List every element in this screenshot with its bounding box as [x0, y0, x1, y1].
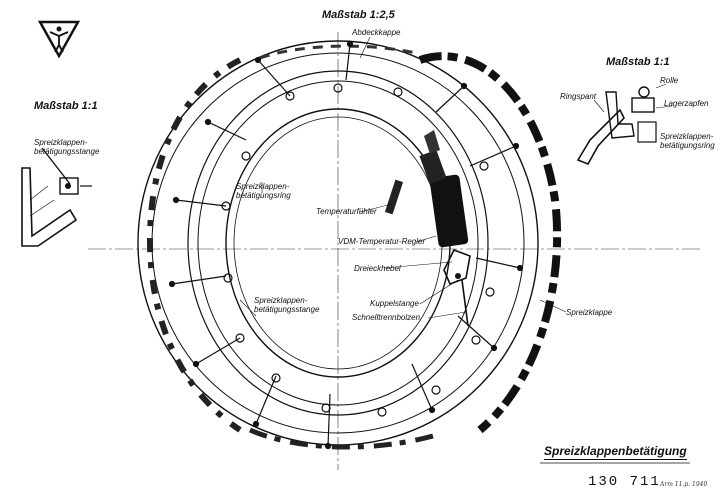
label-dreieckhebel: Dreieckhebel	[354, 264, 401, 273]
center-lines	[88, 32, 700, 470]
label-kuppelstange: Kuppelstange	[370, 299, 419, 308]
label-temperaturfuehler: Temperaturfühler	[316, 207, 377, 216]
scale-right: Maßstab 1:1	[606, 56, 670, 68]
label-stange-main: Spreizklappen- betätigungsstange	[254, 296, 320, 314]
actuating-rods	[168, 40, 524, 450]
label-ring-right: Spreizklappen- betätigungsring	[660, 132, 715, 150]
scale-left: Maßstab 1:1	[34, 100, 98, 112]
temperature-regulator	[384, 130, 471, 327]
label-spreizklappe: Spreizklappe	[566, 308, 613, 317]
label-schnelltrennbolzen: Schnelltrennbolzen	[352, 313, 421, 322]
flap-ring	[137, 40, 562, 450]
label-stange-left: Spreizklappen- betätigungsstange	[34, 138, 100, 156]
label-abdeckkappe: Abdeckkappe	[352, 28, 401, 37]
drawing-title: Spreizklappenbetätigung	[544, 444, 687, 460]
drawing-number: 130 711	[588, 474, 661, 490]
scale-main: Maßstab 1:2,5	[322, 9, 395, 21]
label-vdm-regler: VDM-Temperatur-Regler	[338, 237, 426, 246]
label-rolle: Rolle	[660, 76, 679, 85]
right-detail-section	[576, 83, 673, 166]
leader-lines	[239, 36, 567, 319]
label-ringspant: Ringspant	[560, 92, 597, 101]
left-detail-section	[21, 147, 92, 247]
signature: Arm 11.p. 1940	[660, 481, 708, 488]
label-ring-main: Spreizklappen- betätigungsring	[236, 182, 291, 200]
manufacturer-logo	[37, 20, 81, 59]
ring-bolts	[221, 83, 495, 417]
label-lagerzapfen: Lagerzapfen	[664, 99, 709, 108]
